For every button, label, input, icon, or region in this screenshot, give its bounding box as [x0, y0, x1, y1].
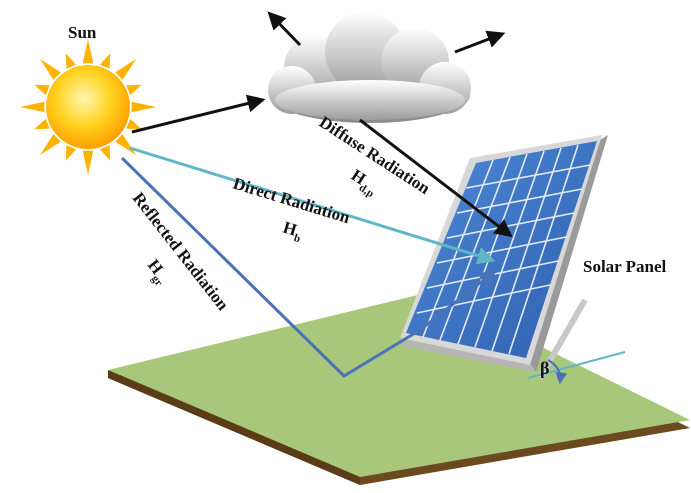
sun-ray: [65, 53, 77, 69]
solar-panel: [400, 135, 608, 380]
sun-ray: [115, 58, 137, 80]
direct-symbol-main: H: [281, 218, 299, 240]
diffuse-radiation-label-group: Diffuse Radiation: [316, 112, 434, 198]
sun-ray: [99, 53, 111, 69]
solar-panel-label: Solar Panel: [583, 257, 667, 276]
direct-radiation-ray: [129, 146, 496, 265]
sun-ray: [39, 58, 61, 80]
diffuse-radiation-label: Diffuse Radiation: [316, 112, 434, 198]
diffuse-radiation-ray: [359, 118, 513, 238]
ground-plane: [108, 292, 690, 485]
sun-ray: [82, 39, 94, 64]
reflected-symbol-group: Hgr: [141, 256, 174, 289]
sun-ray: [39, 134, 61, 156]
tilt-angle-marker: β: [527, 351, 626, 385]
sun-ray: [20, 101, 45, 113]
diffuse-symbol-group: Hd,p: [346, 165, 382, 200]
cloud-scatter-rays: [267, 11, 506, 54]
sun-ray: [131, 101, 156, 113]
sun-ray: [82, 150, 94, 175]
sun-ray: [34, 118, 50, 130]
direct-symbol-sub: b: [292, 232, 301, 245]
diffuse-symbol: Hd,p: [346, 165, 382, 200]
direct-symbol: Hb: [280, 218, 305, 246]
sun-ray: [126, 118, 142, 130]
sun-ray: [99, 145, 111, 161]
reflected-radiation-ray: [120, 156, 497, 378]
reflected-symbol: Hgr: [141, 256, 174, 289]
sun-label: Sun: [68, 23, 97, 42]
sun-to-cloud-ray: [131, 94, 266, 134]
sun-ray: [126, 84, 142, 96]
sun-ray: [115, 134, 137, 156]
tilt-angle-label: β: [540, 358, 549, 378]
sun-ray: [34, 84, 50, 96]
cloud-icon: [268, 12, 471, 123]
sun-icon: [20, 39, 156, 175]
direct-symbol-group: Hb: [280, 218, 305, 246]
sun-ray: [65, 145, 77, 161]
